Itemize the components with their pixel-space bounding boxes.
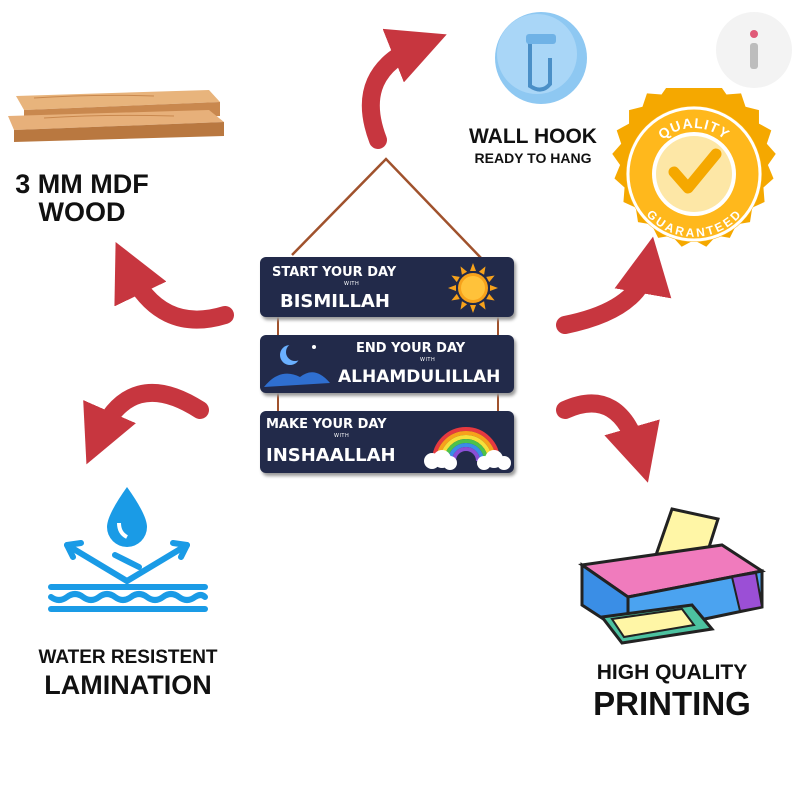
plank-3-main: INSHAALLAH <box>266 445 396 466</box>
plank-2-top: END YOUR DAY <box>356 341 466 356</box>
wood-planks-icon <box>8 90 224 142</box>
wall-hook-subtitle: READY TO HANG <box>474 150 592 167</box>
arrow-to-wood <box>114 242 234 329</box>
water-drop-icon <box>48 487 208 612</box>
rainbow-icon <box>424 427 511 470</box>
sun-icon <box>448 263 498 313</box>
arrow-to-water <box>83 383 209 465</box>
arrow-to-printing <box>556 394 660 483</box>
wood-label: 3 MM MDF WOOD <box>0 170 164 227</box>
badge-bottom-text: GUARANTEED <box>644 207 743 240</box>
printing-label: HIGH QUALITY PRINTING <box>562 661 782 723</box>
wall-hook-label: WALL HOOK READY TO HANG <box>460 125 606 167</box>
product-image: START YOUR DAY WITH BISMILLAH <box>258 155 520 485</box>
water-label-line2: LAMINATION <box>44 669 212 700</box>
plank-2: END YOUR DAY WITH ALHAMDULILLAH <box>260 335 514 393</box>
printer-icon <box>578 507 766 645</box>
svg-text:GUARANTEED: GUARANTEED <box>644 207 744 240</box>
water-label: WATER RESISTENT LAMINATION <box>12 647 244 700</box>
wall-hook-icon <box>495 12 587 104</box>
wood-label-line2: WOOD <box>38 197 126 228</box>
plank-1-small: WITH <box>344 281 360 287</box>
wood-label-line1: 3 MM MDF <box>15 169 149 199</box>
plank-2-main: ALHAMDULILLAH <box>338 367 501 387</box>
badge-top-text: QUALITY <box>655 115 732 143</box>
brand-logo <box>716 12 792 88</box>
arrow-to-quality <box>556 236 672 334</box>
plank-2-small: WITH <box>420 357 436 363</box>
wall-hook-title: WALL HOOK <box>469 125 597 148</box>
moon-icon <box>264 343 330 387</box>
svg-text:QUALITY: QUALITY <box>655 115 733 143</box>
hanging-rope <box>277 157 499 413</box>
plank-1-main: BISMILLAH <box>280 291 390 312</box>
plank-1: START YOUR DAY WITH BISMILLAH <box>260 257 514 317</box>
plank-3-top: MAKE YOUR DAY <box>266 417 387 432</box>
quality-guaranteed-badge: QUALITY GUARANTEED <box>608 79 780 260</box>
plank-3-small: WITH <box>334 433 350 439</box>
plank-3: MAKE YOUR DAY WITH INSHAALLAH <box>260 411 514 473</box>
quality-guaranteed-badge-icon <box>612 79 776 247</box>
water-label-line1: WATER RESISTENT <box>38 647 218 668</box>
printing-label-line1: HIGH QUALITY <box>596 661 748 684</box>
printing-label-line2: PRINTING <box>593 685 751 723</box>
arrow-to-hook <box>361 28 447 149</box>
plank-1-top: START YOUR DAY <box>272 265 397 280</box>
